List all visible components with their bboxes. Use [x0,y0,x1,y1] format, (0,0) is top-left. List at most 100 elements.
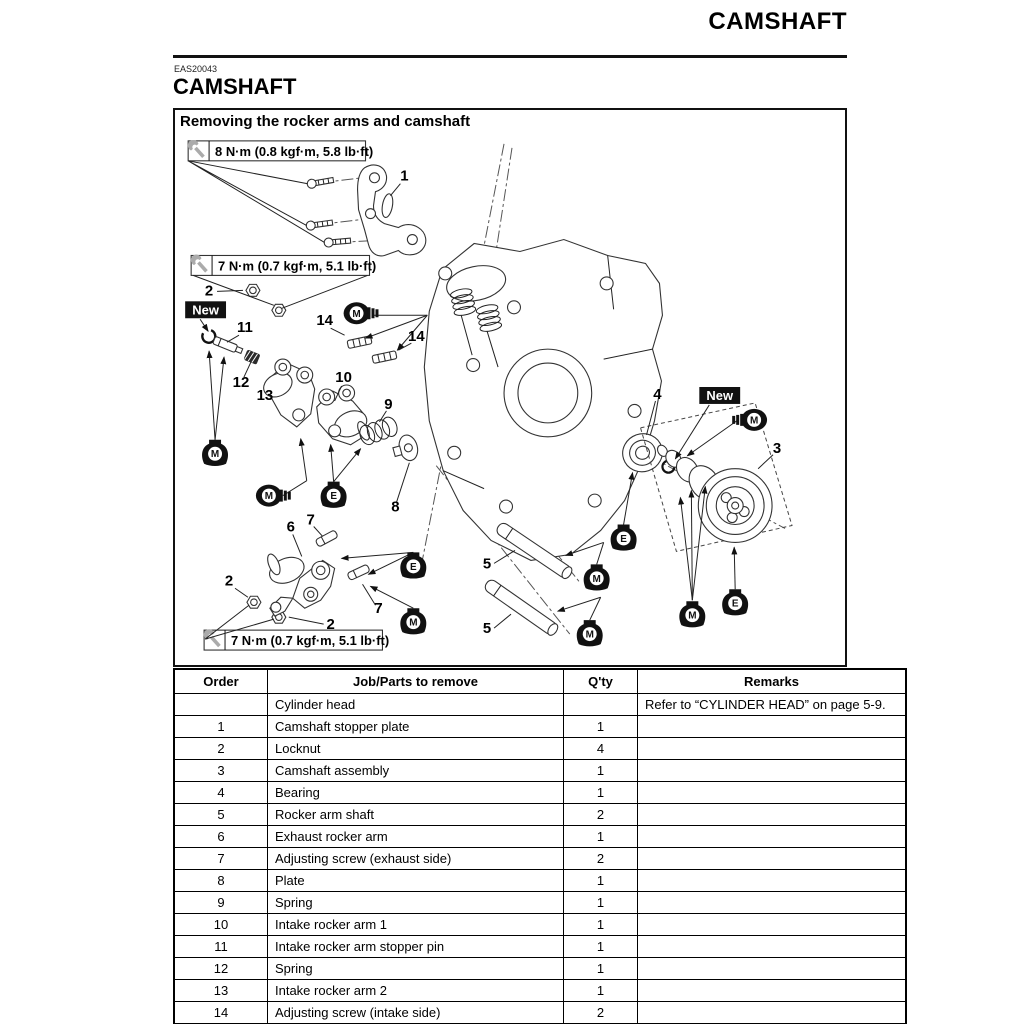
svg-text:E: E [330,491,337,502]
torque-label: 7 N·m (0.7 kgf·m, 5.1 lb·ft) [203,629,389,651]
cell-qty: 1 [563,715,638,738]
new-badge: New [674,387,741,460]
callout-7a: 7 [307,512,315,529]
wrench-icon [203,629,221,648]
molybdenum-oil-icon: M [400,608,427,635]
small-spring [244,350,260,365]
cell-part: Locknut [267,737,564,760]
camshaft-stopper-plate [357,164,427,257]
parts-table: Order Job/Parts to remove Q'ty Remarks C… [173,668,907,1024]
table-row: 5 Rocker arm shaft 2 [173,803,907,826]
locknut-icon [246,595,262,609]
cell-part: Intake rocker arm 2 [267,979,564,1002]
stopper-pin [201,329,244,355]
table-row: 3 Camshaft assembly 1 [173,759,907,782]
cell-order: 2 [173,737,268,760]
bolt-icon [323,237,352,248]
cell-qty: 2 [563,803,638,826]
engine-oil-icon: E [400,552,427,579]
callout-10: 10 [335,369,352,386]
molybdenum-oil-icon: M [202,439,229,466]
adjusting-screw [346,335,373,349]
svg-text:E: E [620,534,627,545]
cell-order: 5 [173,803,268,826]
cell-order: 12 [173,957,268,980]
callout-5b: 5 [483,620,491,637]
camshaft-assembly [639,402,793,552]
cell-remarks [637,759,907,782]
intake-rocker-arm-2 [263,358,316,428]
callout-1: 1 [400,168,408,185]
cell-order: 11 [173,935,268,958]
callout-7b: 7 [374,600,382,617]
table-row: 4 Bearing 1 [173,781,907,804]
cell-order: 6 [173,825,268,848]
callout-2c: 2 [326,616,334,633]
table-row: 10 Intake rocker arm 1 1 [173,913,907,936]
table-row: Cylinder head Refer to “CYLINDER HEAD” o… [173,693,907,716]
callout-5a: 5 [483,555,491,572]
wrench-icon [187,139,205,158]
molybdenum-oil-icon: M [343,302,379,325]
callout-14a: 14 [316,312,333,329]
cell-remarks [637,979,907,1002]
table-row: 7 Adjusting screw (exhaust side) 2 [173,847,907,870]
svg-text:M: M [265,491,273,502]
cell-qty: 2 [563,1001,638,1024]
section-code: EAS20043 [174,64,218,74]
cell-remarks [637,803,907,826]
molybdenum-oil-icon: M [732,408,768,431]
svg-text:M: M [586,630,594,641]
callout-8: 8 [391,499,399,516]
callout-2b: 2 [225,572,233,589]
page-header-title: CAMSHAFT [708,8,847,35]
svg-text:M: M [409,618,417,629]
cell-order: 7 [173,847,268,870]
table-row: 1 Camshaft stopper plate 1 [173,715,907,738]
cell-order: 4 [173,781,268,804]
table-row: 13 Intake rocker arm 2 1 [173,979,907,1002]
bolt-icon [306,176,335,189]
svg-text:7 N·m (0.7 kgf·m, 5.1 lb·ft): 7 N·m (0.7 kgf·m, 5.1 lb·ft) [218,258,376,273]
table-row: 14 Adjusting screw (intake side) 2 [173,1001,907,1024]
cell-remarks [637,781,907,804]
cylinder-head-drawing [423,238,664,561]
adjusting-screw [347,564,370,581]
cell-qty: 4 [563,737,638,760]
cell-remarks [637,847,907,870]
cell-remarks [637,913,907,936]
cell-remarks [637,715,907,738]
callout-13: 13 [257,387,274,404]
cell-order: 1 [173,715,268,738]
oil-arrows [206,314,739,621]
engine-oil-icon: E [610,524,637,551]
callout-4: 4 [653,386,662,403]
col-header-order: Order [173,668,268,694]
locknut-icon [271,303,287,317]
cell-order: 9 [173,891,268,914]
cell-qty: 1 [563,759,638,782]
cell-qty [563,693,638,716]
cell-part: Spring [267,957,564,980]
callout-6: 6 [287,518,295,535]
svg-text:New: New [192,302,220,317]
header-rule [173,55,847,58]
cell-part: Bearing [267,781,564,804]
table-row: 2 Locknut 4 [173,737,907,760]
cell-remarks [637,891,907,914]
cell-order: 14 [173,1001,268,1024]
cell-qty: 1 [563,957,638,980]
section-title: CAMSHAFT [173,74,297,99]
svg-text:New: New [706,388,734,403]
plate-part [392,434,419,462]
torque-label: 7 N·m (0.7 kgf·m, 5.1 lb·ft) [190,254,376,276]
cell-order: 13 [173,979,268,1002]
svg-text:E: E [410,562,417,573]
leader-lines [187,160,774,640]
col-header-remarks: Remarks [637,668,907,694]
svg-text:M: M [211,449,219,460]
adjusting-screw [315,530,338,547]
cell-qty: 1 [563,935,638,958]
molybdenum-oil-icon: M [576,620,603,647]
